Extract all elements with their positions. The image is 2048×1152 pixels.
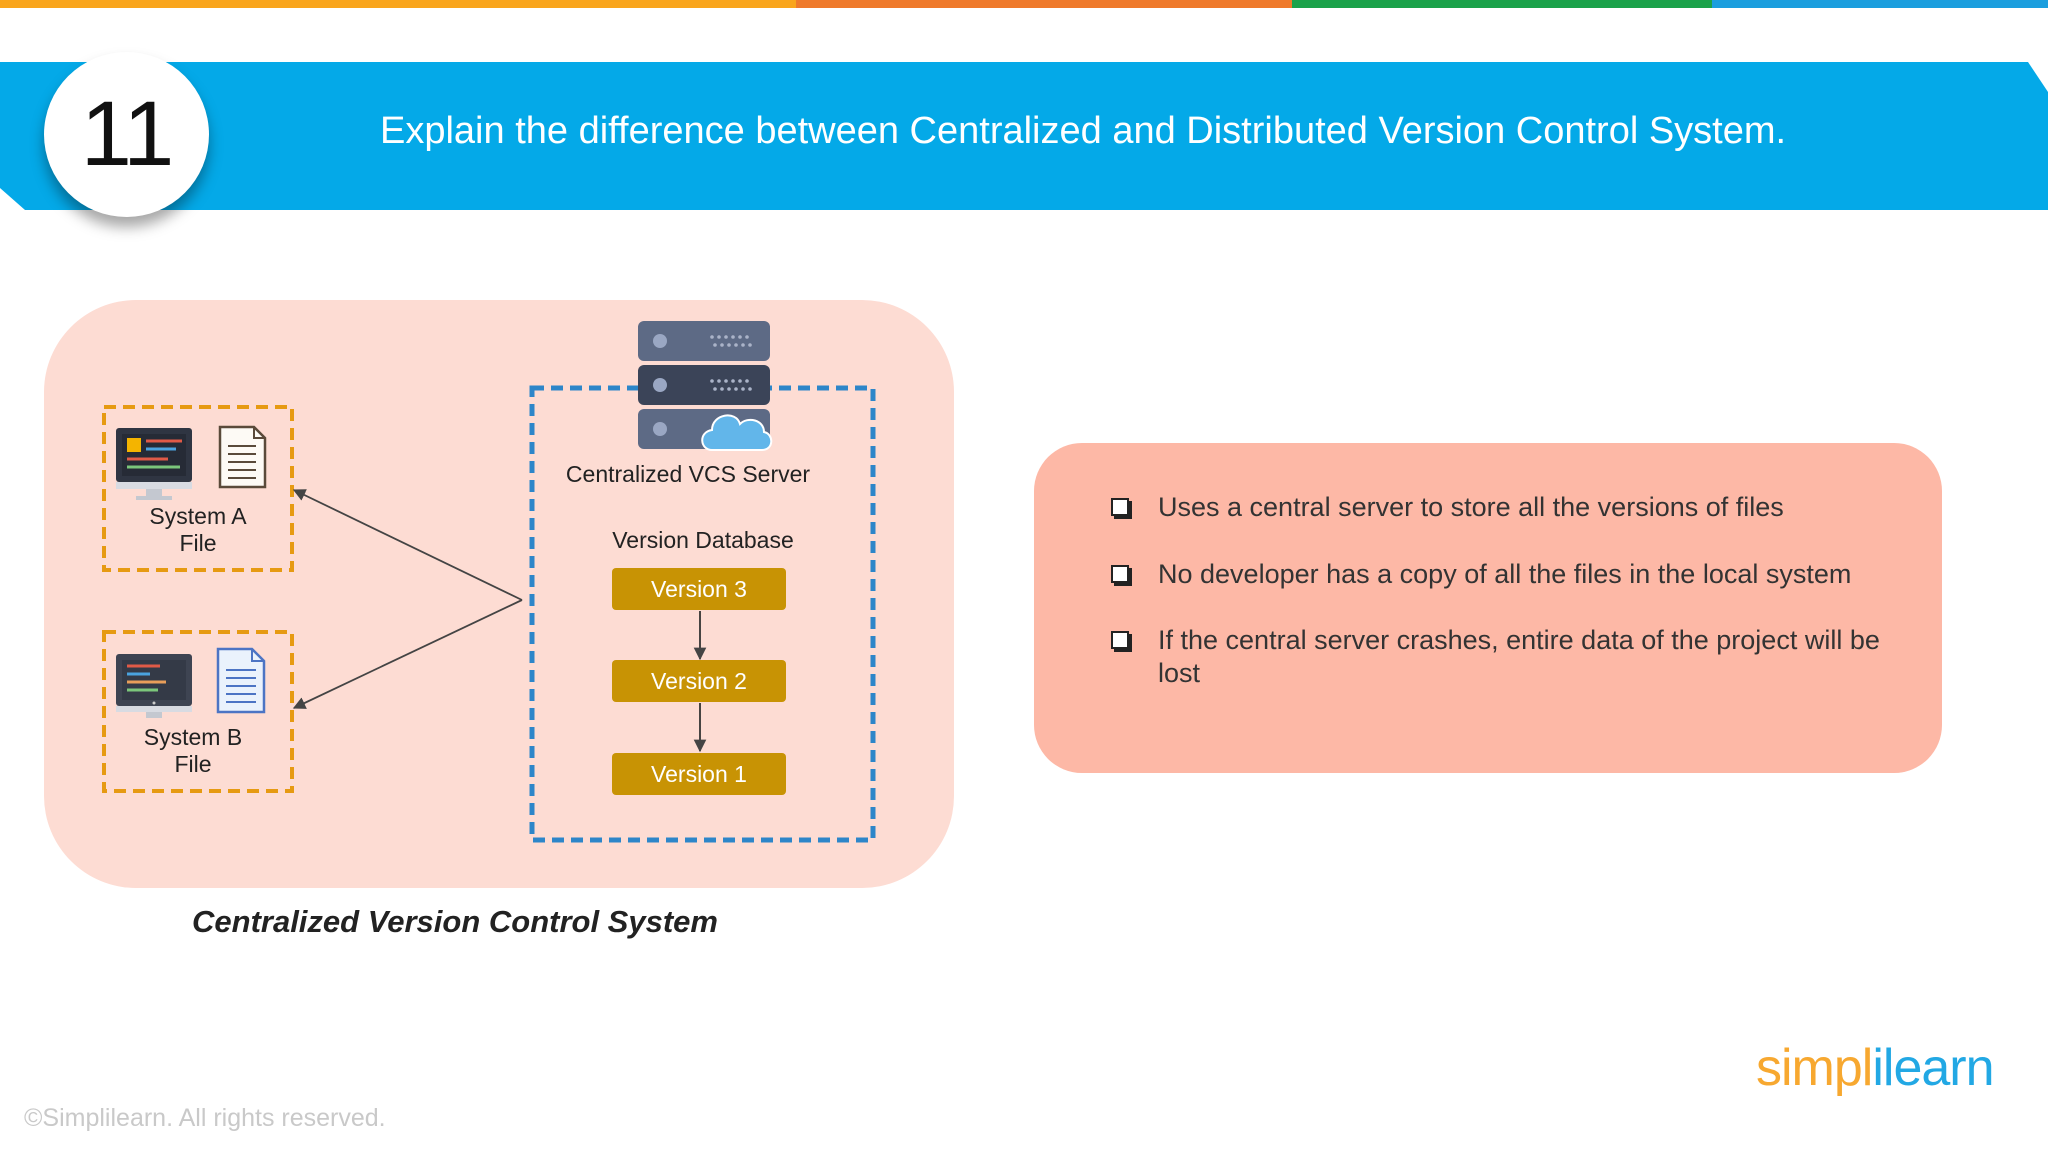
- checkbox-bullet-icon: [1111, 498, 1129, 516]
- checkbox-bullet-icon: [1111, 565, 1129, 583]
- diagram-caption: Centralized Version Control System: [192, 904, 718, 939]
- title-banner: [0, 62, 2048, 210]
- list-item: No developer has a copy of all the files…: [1076, 558, 1906, 591]
- point-text: No developer has a copy of all the files…: [1158, 559, 1852, 589]
- server-box: [529, 385, 876, 843]
- arrow-to-system-a: [292, 489, 523, 601]
- logo-part-1: simpl: [1756, 1039, 1873, 1097]
- system-b-name: System B: [143, 724, 243, 750]
- monitor-icon: [116, 428, 192, 500]
- cvcs-points-card: Uses a central server to store all the v…: [1034, 443, 1942, 773]
- version-2-box: Version 2: [612, 660, 786, 702]
- point-text: Uses a central server to store all the v…: [1158, 492, 1784, 522]
- monitor-icon: [116, 654, 192, 718]
- system-a-box: [102, 405, 294, 572]
- version-database-label: Version Database: [612, 527, 794, 553]
- cloud-icon: [701, 414, 773, 451]
- system-b-box: [102, 630, 294, 793]
- server-label: Centralized VCS Server: [565, 461, 811, 487]
- points-list: Uses a central server to store all the v…: [1076, 491, 1906, 724]
- arrow-to-system-b: [292, 599, 523, 709]
- system-a-label: System A File: [118, 503, 278, 557]
- checkbox-bullet-icon: [1111, 631, 1129, 649]
- system-a-name: System A: [149, 503, 247, 529]
- question-number-badge: 11: [44, 52, 209, 217]
- top-color-bar: [0, 0, 2048, 8]
- simplilearn-logo: simplilearn: [1756, 1038, 1995, 1098]
- document-icon: [218, 425, 267, 489]
- logo-part-2: ilearn: [1872, 1039, 1994, 1097]
- version-3-box: Version 3: [612, 568, 786, 610]
- slide-title: Explain the difference between Centraliz…: [380, 110, 1787, 152]
- version-1-box: Version 1: [612, 753, 786, 795]
- copyright-notice: ©Simplilearn. All rights reserved.: [24, 1104, 386, 1132]
- system-b-file: File: [174, 751, 212, 777]
- system-b-label: System B File: [113, 724, 273, 778]
- list-item: Uses a central server to store all the v…: [1076, 491, 1906, 524]
- list-item: If the central server crashes, entire da…: [1076, 624, 1906, 690]
- document-icon: [216, 647, 266, 714]
- point-text: If the central server crashes, entire da…: [1158, 625, 1880, 688]
- system-a-file: File: [179, 530, 217, 556]
- question-number: 11: [80, 83, 175, 185]
